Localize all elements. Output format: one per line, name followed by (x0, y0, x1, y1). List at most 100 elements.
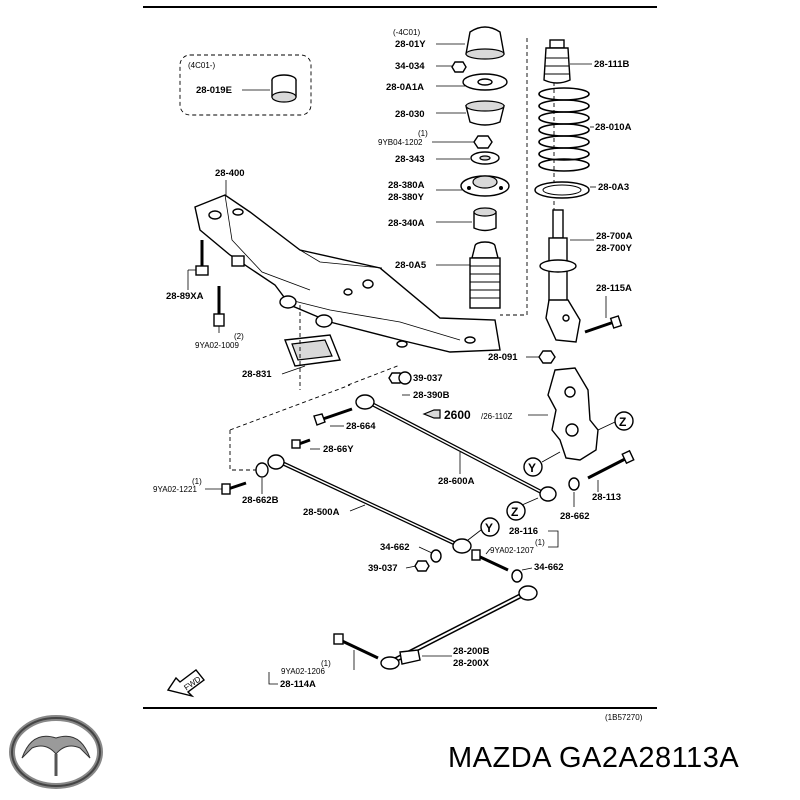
label-28-390B: 28-390B (413, 390, 450, 401)
label-28-0A5: 28-0A5 (395, 260, 427, 271)
callout-Z-top: Z (597, 411, 634, 431)
top-group-label: (-4C01) (393, 28, 420, 37)
label-9YA02-1221: 9YA02-1221 (153, 485, 197, 494)
svg-text:Y: Y (528, 461, 536, 475)
bolt-1206-qty: (1) (321, 659, 331, 668)
callout-Y-top: Y (523, 451, 561, 477)
strut-dust-cap (465, 26, 505, 60)
label-28-400: 28-400 (215, 168, 245, 179)
bolt-9YA02-1207 (471, 549, 509, 572)
svg-text:Y: Y (485, 521, 493, 535)
coil-spring-28-010A (538, 87, 590, 172)
washer-28-662 (568, 477, 580, 491)
link-28-600A (355, 394, 557, 502)
bump-stop-part (271, 74, 297, 103)
label-28-831: 28-831 (242, 369, 272, 380)
label-28-380A: 28-380A (388, 180, 425, 191)
label-28-89XA: 28-89XA (166, 291, 204, 302)
label-34-034: 34-034 (395, 61, 425, 72)
label-9YA02-1206: 9YA02-1206 (281, 667, 325, 676)
label-28-700Y: 28-700Y (596, 243, 633, 254)
nut-39-037-bottom (414, 560, 430, 572)
label-39-037-top: 39-037 (413, 373, 443, 384)
knuckle (547, 367, 599, 461)
mount-pad-28-831 (284, 334, 341, 367)
label-28-66Y: 28-66Y (323, 444, 354, 455)
svg-text:Z: Z (619, 415, 626, 429)
inset-group-label: (4C01-) (188, 61, 215, 70)
strut-28-700A (539, 209, 581, 343)
label-28-111B: 28-111B (594, 59, 630, 70)
nut-9YB04 (473, 135, 493, 149)
label-28-114A: 28-114A (280, 679, 316, 690)
diagram-ref: (1B57270) (605, 713, 643, 722)
bolt-9YA02-1221 (221, 481, 247, 495)
washer-28-343 (470, 151, 500, 165)
label-28-010A: 28-010A (595, 122, 632, 133)
label-28-700A: 28-700A (596, 231, 633, 242)
label-28-0A3: 28-0A3 (598, 182, 629, 193)
label-28-116: 28-116 (509, 526, 538, 537)
dust-boot (469, 241, 501, 309)
trailing-link-28-200B (380, 585, 538, 670)
brand-part-number: MAZDA GA2A28113A (448, 742, 740, 774)
nut-28-091 (538, 350, 556, 364)
nut-34-034 (451, 61, 467, 73)
bushing-28-340A (473, 207, 497, 232)
label-28-662B: 28-662B (242, 495, 279, 506)
label-28-380Y: 28-380Y (388, 192, 425, 203)
bolt-9YA02-1206 (333, 633, 379, 660)
mazda-logo-icon (9, 715, 103, 789)
upper-bump-stop-28-111B (543, 39, 571, 84)
label-28-0A1A: 28-0A1A (386, 82, 424, 93)
label-34-662-right: 34-662 (534, 562, 564, 573)
fwd-arrow-icon: FWD (166, 669, 205, 698)
bolt-28-89XA (195, 240, 209, 276)
label-28-662: 28-662 (560, 511, 590, 522)
label-28-600A: 28-600A (438, 476, 475, 487)
bolt-1221-qty: (1) (192, 477, 202, 486)
ref-2600: 2600 (444, 408, 471, 422)
label-28-019E: 28-019E (196, 85, 232, 96)
washer-34-662-left (430, 549, 442, 563)
label-39-037-bottom: 39-037 (368, 563, 398, 574)
svg-text:Z: Z (511, 505, 518, 519)
ref-arrow-2600 (422, 409, 441, 419)
bolt-1207-qty: (1) (535, 538, 545, 547)
strut-mount (465, 100, 505, 126)
label-28-01Y: 28-01Y (395, 39, 426, 50)
bolt-1009-qty: (2) (234, 332, 244, 341)
label-28-200X: 28-200X (453, 658, 490, 669)
label-28-664: 28-664 (346, 421, 376, 432)
label-28-030: 28-030 (395, 109, 425, 120)
label-34-662-left: 34-662 (380, 542, 410, 553)
crossmember-28-400 (194, 194, 501, 353)
label-28-115A: 28-115A (596, 283, 632, 294)
label-28-200B: 28-200B (453, 646, 490, 657)
ref-2600-sub: /26-110Z (481, 412, 513, 421)
mount-plate (462, 73, 508, 91)
bolt-28-115A (584, 315, 623, 334)
callout-Z-bottom: Z (506, 497, 539, 521)
label-28-500A: 28-500A (303, 507, 340, 518)
bolt-28-66Y (291, 438, 311, 449)
bolt-28-664 (313, 407, 353, 426)
bolt-28-113 (587, 449, 635, 480)
bolt-9YA02-1009 (213, 286, 225, 327)
label-28-113: 28-113 (592, 492, 621, 503)
bolt-top-qty: (1) (418, 129, 428, 138)
label-28-091: 28-091 (488, 352, 518, 363)
link-28-500A (267, 454, 472, 554)
washer-34-662-right (511, 569, 523, 583)
label-28-343: 28-343 (395, 154, 425, 165)
upper-mount-28-380 (460, 175, 510, 197)
washer-28-662B (255, 462, 269, 478)
label-9YA02-1207: 9YA02-1207 (490, 546, 534, 555)
callout-Y-bottom: Y (467, 517, 500, 541)
label-9YB04-1202: 9YB04-1202 (378, 138, 423, 147)
label-9YA02-1009: 9YA02-1009 (195, 341, 239, 350)
bushing-28-390B (398, 371, 412, 385)
label-28-340A: 28-340A (388, 218, 425, 229)
spring-seat-28-0A3 (534, 181, 590, 199)
